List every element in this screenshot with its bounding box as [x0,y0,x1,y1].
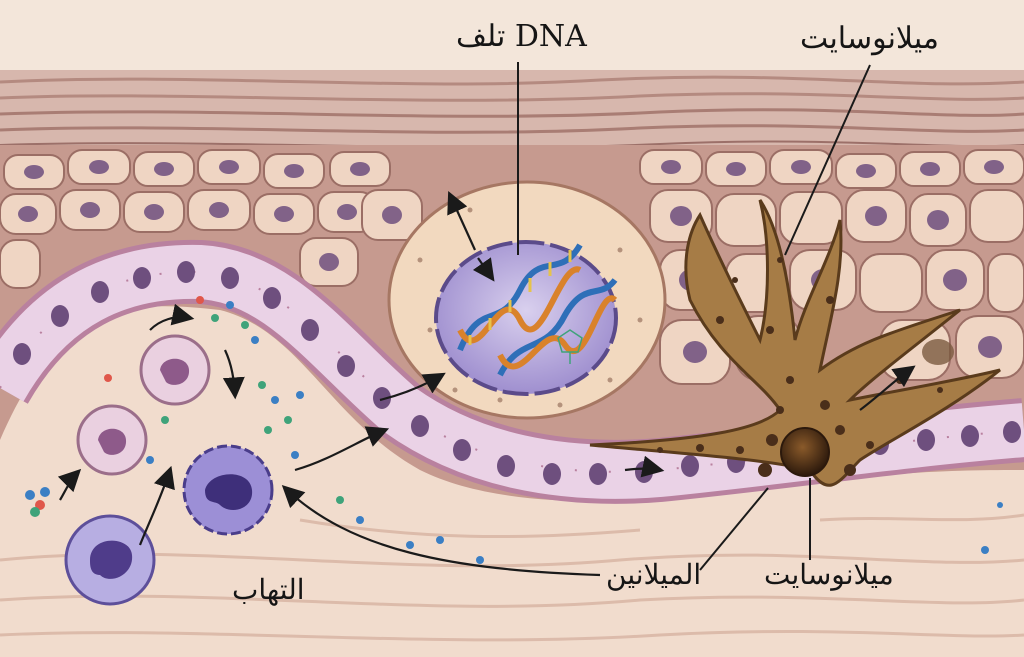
stratum-corneum [0,70,1024,150]
leader-lines [517,62,871,571]
arrow-icon [57,190,916,577]
melanin-label: الميلانين [606,558,702,591]
dna-damage-label: تلف DNA [456,19,587,54]
melanocyte-icon [589,199,1001,487]
melanocyte-top-label: ميلانوسايت [800,21,939,56]
immune-cell-icon [64,334,274,606]
melanocyte-bottom-label: ميلانوسايت [764,558,894,591]
dermis [0,306,1024,657]
inflammation-label: التهاب [232,573,305,606]
dna-helix-icon [457,243,618,377]
cytokine-dots [25,296,1003,564]
